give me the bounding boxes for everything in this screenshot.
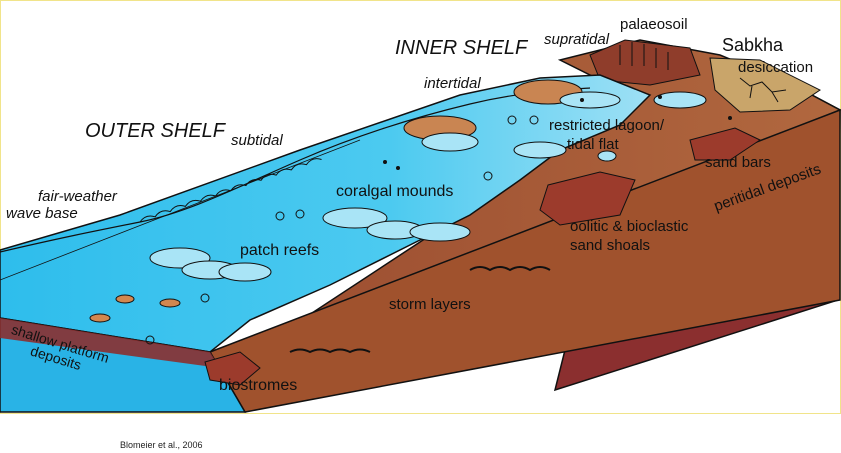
shell-symbol [295,209,305,219]
shell-symbol [145,335,155,345]
shell-symbol [529,115,539,125]
label-storm-layers: storm layers [389,296,471,313]
coralgal-mound [409,222,471,242]
desiccation-cracks [739,77,787,103]
label-desiccation: desiccation [738,59,814,76]
subtidal-boundary-line [0,139,361,281]
label-supratidal: supratidal [544,31,610,48]
label-outer-shelf: OUTER SHELF [85,120,226,142]
lagoon-pond [559,91,621,109]
dot-symbol [383,160,387,164]
shell-symbol [507,115,517,125]
label-oolitic-line1: oolitic & bioclastic [570,218,689,235]
label-patch-reefs: patch reefs [240,242,320,259]
label-coralgal-mounds: coralgal mounds [336,183,454,200]
fish-symbol [89,313,111,323]
label-oolitic-line2: sand shoals [570,237,651,254]
label-subtidal: subtidal [231,132,283,149]
fish-symbol [115,294,135,304]
shell-symbol [200,293,210,303]
wave-crest-line [139,158,322,223]
label-fair-weather-wave-base: fair-weather wave base [6,188,117,222]
oolitic-shoal [539,171,636,226]
lagoon-pond [653,91,707,109]
storm-layer [289,348,371,354]
fish-symbol [159,298,181,308]
dot-symbol [728,116,732,120]
vegetation-symbol [619,42,669,70]
coralgal-mound [322,207,388,229]
label-restricted-lagoon-line2: tidal flat [567,136,619,153]
label-sabkha: Sabkha [722,35,784,55]
dot-symbol [396,166,400,170]
label-fair-weather-line2: wave base [6,205,78,222]
dot-symbol [580,98,584,102]
lagoon-pond [597,150,617,162]
shell-symbol [483,171,493,181]
label-restricted-lagoon: restricted lagoon/ tidal flat [549,116,664,154]
sand-bar [689,127,762,161]
label-oolitic-sand-shoals: oolitic & bioclastic sand shoals [570,217,688,255]
patch-reef [218,262,272,282]
label-palaeosoil: palaeosoil [620,16,688,33]
label-biostromes: biostromes [219,377,298,394]
shell-symbol [275,211,285,221]
storm-layer [469,266,551,272]
fair-weather-wave-base-line [0,87,591,253]
label-fair-weather-line1: fair-weather [38,188,117,205]
dot-symbol [658,95,662,99]
coralgal-mound [421,132,479,152]
coralgal-mound [513,141,567,159]
label-sand-bars: sand bars [705,154,771,171]
biostrome-lens [204,351,261,386]
label-restricted-lagoon-line1: restricted lagoon/ [549,117,665,134]
label-inner-shelf: INNER SHELF [395,37,528,59]
front-bottom-sediment [0,318,220,368]
label-intertidal: intertidal [424,75,481,92]
figure-credit: Blomeier et al., 2006 [120,440,203,450]
